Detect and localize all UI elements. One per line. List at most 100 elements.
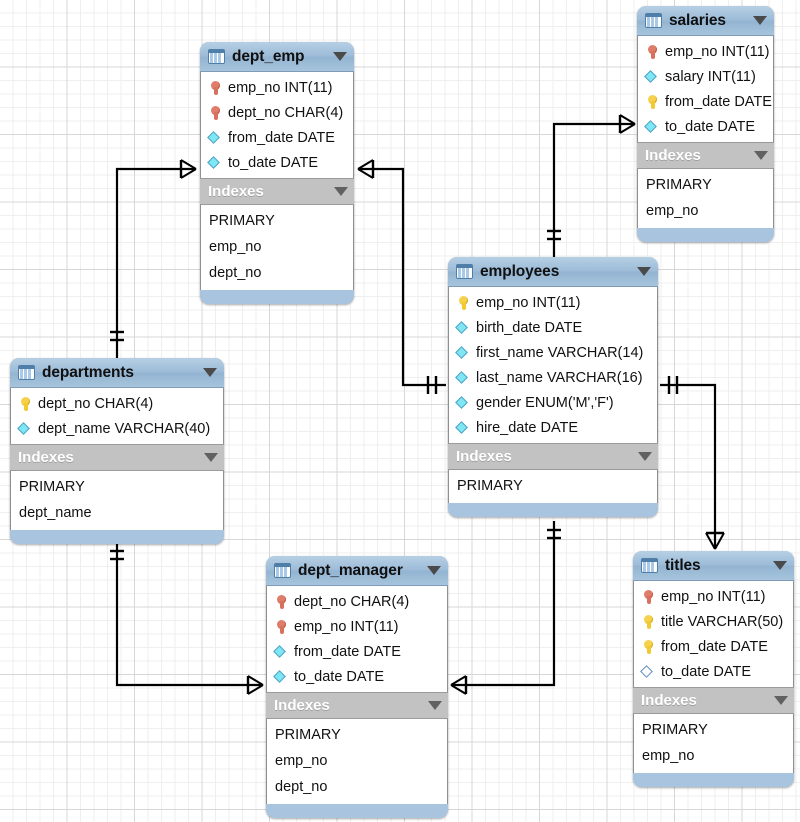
column-row[interactable]: from_date DATE [634, 634, 793, 659]
index-row[interactable]: PRIMARY [201, 208, 353, 234]
column-row[interactable]: from_date DATE [638, 89, 773, 114]
columns-list: dept_no CHAR(4) emp_no INT(11) from_date D… [266, 586, 448, 692]
table-icon [274, 563, 291, 578]
caret-down-icon[interactable] [428, 701, 442, 710]
table-dept_manager[interactable]: dept_manager dept_no CHAR(4) emp_no INT(11… [266, 556, 448, 818]
table-icon [208, 49, 225, 64]
column-label: to_date DATE [665, 118, 756, 135]
fk-key-icon [209, 80, 222, 96]
column-row[interactable]: to_date DATE [267, 664, 447, 689]
table-header-departments[interactable]: departments [10, 358, 224, 388]
column-label: emp_no INT(11) [294, 618, 399, 635]
table-dept_emp[interactable]: dept_emp emp_no INT(11) dept_no CHAR(4) fro… [200, 42, 354, 304]
indexes-header-dept_manager[interactable]: Indexes [266, 692, 448, 719]
column-row[interactable]: hire_date DATE [449, 415, 657, 440]
index-row[interactable]: PRIMARY [11, 474, 223, 500]
index-row[interactable]: PRIMARY [449, 473, 657, 499]
column-label: to_date DATE [661, 663, 752, 680]
caret-down-icon[interactable] [638, 452, 652, 461]
column-row[interactable]: first_name VARCHAR(14) [449, 340, 657, 365]
table-departments[interactable]: departments dept_no CHAR(4) dept_name VARC… [10, 358, 224, 544]
caret-down-icon[interactable] [774, 696, 788, 705]
column-row[interactable]: dept_name VARCHAR(40) [11, 416, 223, 441]
column-row[interactable]: title VARCHAR(50) [634, 609, 793, 634]
caret-down-icon[interactable] [637, 267, 651, 276]
columns-list: emp_no INT(11) dept_no CHAR(4) from_date D… [200, 72, 354, 178]
indexes-header-titles[interactable]: Indexes [633, 687, 794, 714]
column-diamond-icon [457, 320, 470, 336]
caret-down-icon[interactable] [204, 453, 218, 462]
pk-key-icon [642, 639, 655, 655]
index-row[interactable]: dept_no [267, 774, 447, 800]
column-row[interactable]: to_date DATE [634, 659, 793, 684]
table-header-salaries[interactable]: salaries [637, 6, 774, 36]
table-titles[interactable]: titles emp_no INT(11) title VARCHAR(50) fro… [633, 551, 794, 787]
fk-key-icon [275, 619, 288, 635]
column-label: dept_name VARCHAR(40) [38, 420, 211, 437]
connector-employees-dept_emp [357, 159, 446, 394]
caret-down-icon[interactable] [203, 368, 217, 377]
column-label: title VARCHAR(50) [661, 613, 784, 630]
indexes-header-dept_emp[interactable]: Indexes [200, 178, 354, 205]
column-label: dept_no CHAR(4) [38, 395, 154, 412]
column-diamond-icon [457, 420, 470, 436]
column-row[interactable]: gender ENUM('M','F') [449, 390, 657, 415]
table-header-dept_manager[interactable]: dept_manager [266, 556, 448, 586]
column-label: dept_no CHAR(4) [228, 104, 344, 121]
table-header-employees[interactable]: employees [448, 257, 658, 287]
column-row[interactable]: emp_no INT(11) [634, 584, 793, 609]
caret-down-icon[interactable] [333, 52, 347, 61]
index-row[interactable]: dept_name [11, 500, 223, 526]
index-row[interactable]: PRIMARY [638, 172, 773, 198]
indexes-header-departments[interactable]: Indexes [10, 444, 224, 471]
indexes-label: Indexes [208, 183, 264, 200]
caret-down-icon[interactable] [754, 151, 768, 160]
index-row[interactable]: emp_no [638, 198, 773, 224]
index-label: emp_no [646, 203, 699, 219]
column-row[interactable]: salary INT(11) [638, 64, 773, 89]
fk-key-icon [646, 44, 659, 60]
table-salaries[interactable]: salaries emp_no INT(11)salary INT(11) from… [637, 6, 774, 242]
caret-down-icon[interactable] [427, 566, 441, 575]
index-row[interactable]: PRIMARY [634, 717, 793, 743]
connector-employees-titles [660, 376, 725, 550]
column-row[interactable]: to_date DATE [201, 150, 353, 175]
column-diamond-icon [646, 119, 659, 135]
caret-down-icon[interactable] [773, 561, 787, 570]
index-row[interactable]: emp_no [267, 748, 447, 774]
column-row[interactable]: emp_no INT(11) [267, 614, 447, 639]
column-row[interactable]: from_date DATE [267, 639, 447, 664]
indexes-header-employees[interactable]: Indexes [448, 443, 658, 470]
column-row[interactable]: dept_no CHAR(4) [201, 100, 353, 125]
pk-key-icon [457, 295, 470, 311]
index-row[interactable]: PRIMARY [267, 722, 447, 748]
index-label: emp_no [642, 748, 695, 764]
connector-departments-dept_emp [110, 159, 197, 358]
column-row[interactable]: dept_no CHAR(4) [11, 391, 223, 416]
column-row[interactable]: emp_no INT(11) [638, 39, 773, 64]
columns-list: emp_no INT(11)salary INT(11) from_date DA… [637, 36, 774, 142]
index-label: PRIMARY [209, 213, 275, 229]
indexes-label: Indexes [641, 692, 697, 709]
index-row[interactable]: emp_no [201, 234, 353, 260]
column-row[interactable]: birth_date DATE [449, 315, 657, 340]
column-row[interactable]: to_date DATE [638, 114, 773, 139]
column-row[interactable]: from_date DATE [201, 125, 353, 150]
table-header-titles[interactable]: titles [633, 551, 794, 581]
index-row[interactable]: emp_no [634, 743, 793, 769]
column-label: from_date DATE [665, 93, 772, 110]
column-diamond-icon [209, 130, 222, 146]
caret-down-icon[interactable] [753, 16, 767, 25]
table-name-label: salaries [669, 11, 726, 29]
column-row[interactable]: emp_no INT(11) [201, 75, 353, 100]
column-row[interactable]: dept_no CHAR(4) [267, 589, 447, 614]
indexes-header-salaries[interactable]: Indexes [637, 142, 774, 169]
column-row[interactable]: emp_no INT(11) [449, 290, 657, 315]
caret-down-icon[interactable] [334, 187, 348, 196]
index-row[interactable]: dept_no [201, 260, 353, 286]
column-row[interactable]: last_name VARCHAR(16) [449, 365, 657, 390]
columns-list: dept_no CHAR(4) dept_name VARCHAR(40) [10, 388, 224, 444]
table-header-dept_emp[interactable]: dept_emp [200, 42, 354, 72]
